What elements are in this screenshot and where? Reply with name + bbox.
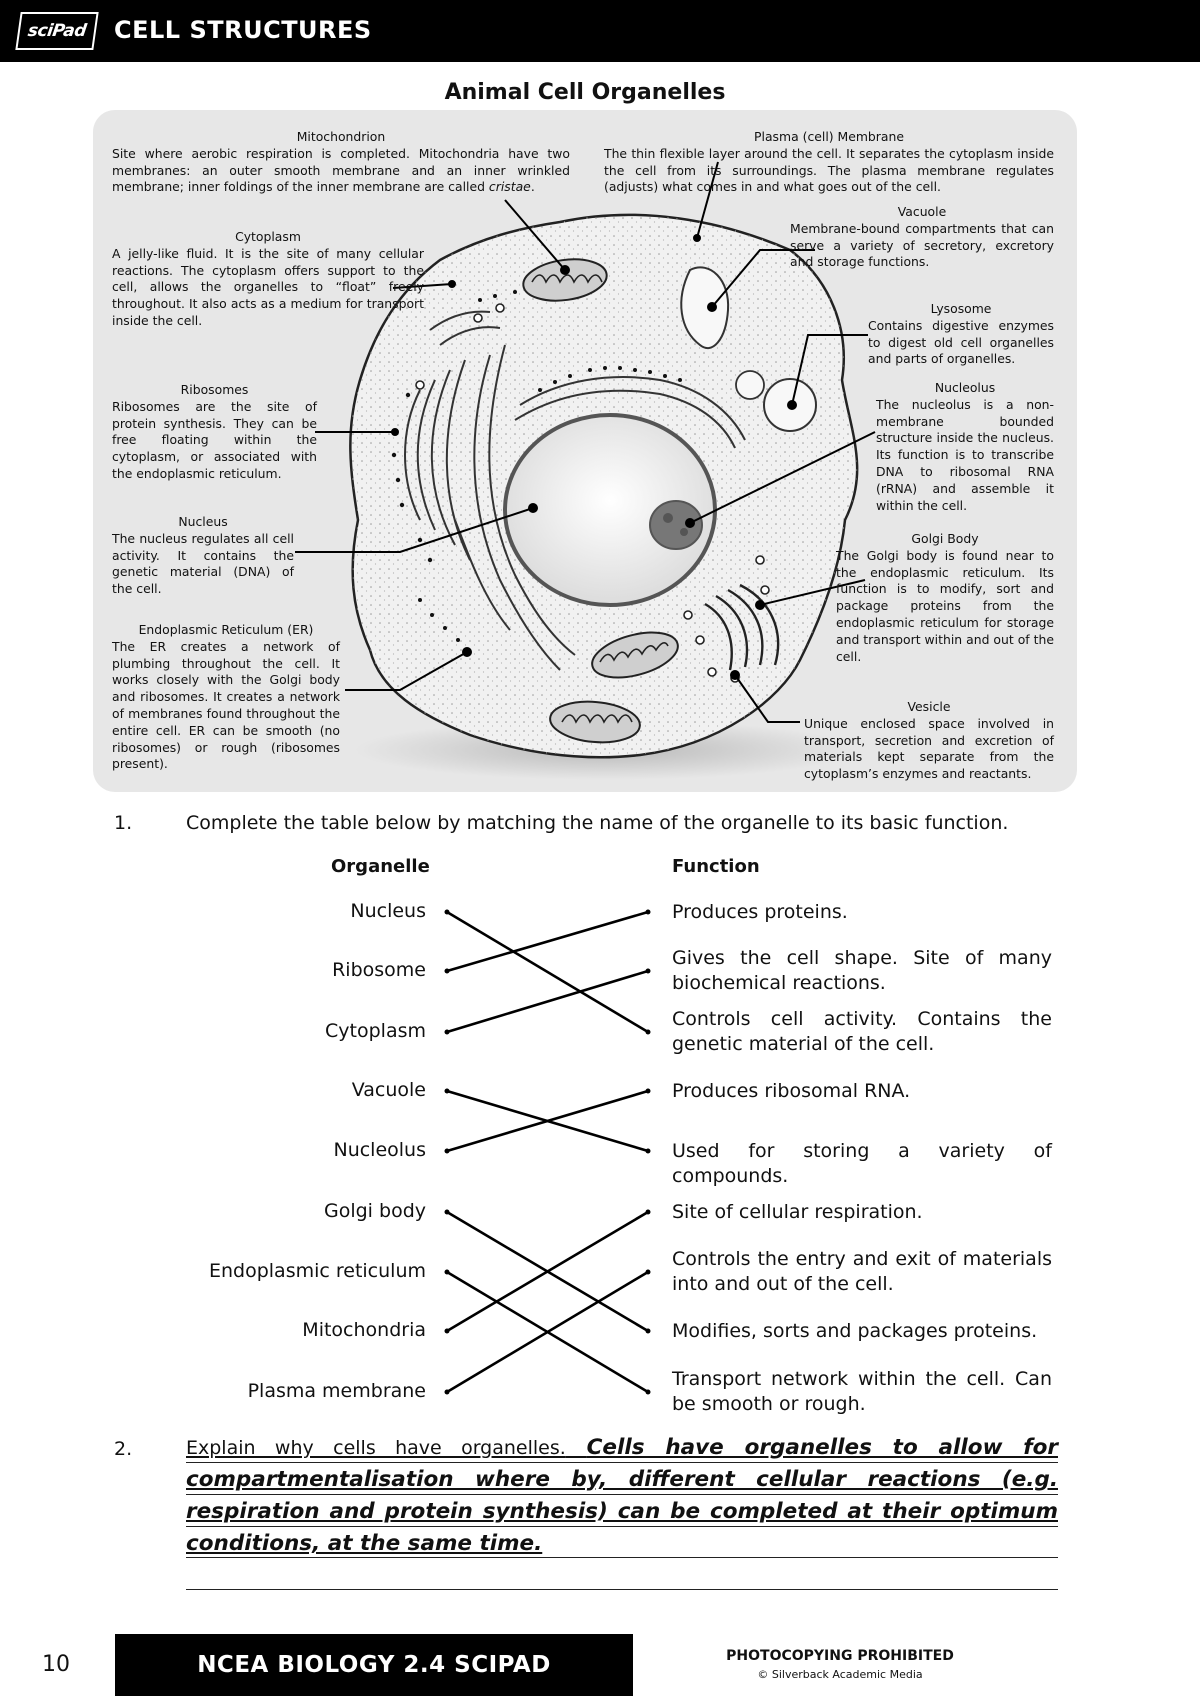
match-line	[447, 912, 648, 971]
organelle-item: Nucleolus	[166, 1139, 426, 1161]
organelle-item: Ribosome	[166, 959, 426, 981]
function-item: Controls cell activity. Contains the gen…	[672, 1007, 1052, 1057]
label-body: The Golgi body is found near to the endo…	[836, 548, 1054, 666]
answer-line	[186, 1589, 1058, 1590]
organelle-item: Plasma membrane	[166, 1380, 426, 1402]
copyright-block: PHOTOCOPYING PROHIBITED © Silverback Aca…	[700, 1648, 980, 1681]
label-body: Contains digestive enzymes to digest old…	[868, 318, 1054, 368]
label-heading: Lysosome	[868, 301, 1054, 318]
function-item: Modifies, sorts and packages proteins.	[672, 1319, 1052, 1344]
label-body: Site where aerobic respiration is comple…	[112, 146, 570, 196]
label-heading: Cytoplasm	[112, 229, 424, 246]
label-endoplasmic-reticulum: Endoplasmic Reticulum (ER) The ER create…	[112, 622, 340, 773]
match-dot	[445, 1089, 450, 1094]
label-plasma-membrane: Plasma (cell) Membrane The thin flexible…	[604, 129, 1054, 196]
match-dot	[646, 910, 651, 915]
label-vacuole: Vacuole Membrane-bound compartments that…	[790, 204, 1054, 271]
match-line	[447, 1272, 648, 1392]
label-body: Membrane-bound compartments that can ser…	[790, 221, 1054, 271]
match-dot	[445, 969, 450, 974]
match-line	[447, 1212, 648, 1331]
label-heading: Vacuole	[790, 204, 1054, 221]
match-dot	[646, 1270, 651, 1275]
column-header-organelle: Organelle	[331, 856, 430, 877]
label-body: The ER creates a network of plumbing thr…	[112, 639, 340, 773]
publisher: © Silverback Academic Media	[700, 1668, 980, 1681]
match-line	[447, 1091, 648, 1151]
label-heading: Mitochondrion	[112, 129, 570, 146]
label-cytoplasm: Cytoplasm A jelly-like fluid. It is the …	[112, 229, 424, 330]
function-item: Transport network within the cell. Can b…	[672, 1367, 1052, 1417]
function-item: Used for storing a variety of compounds.	[672, 1139, 1052, 1189]
match-dot	[445, 1329, 450, 1334]
match-dot	[646, 1030, 651, 1035]
header-bar: sciPad CELL STRUCTURES	[0, 0, 1200, 62]
match-dot	[445, 1030, 450, 1035]
match-dot	[445, 1149, 450, 1154]
organelle-item: Nucleus	[166, 900, 426, 922]
question-2-answer-area[interactable]: Explain why cells have organelles. Cells…	[186, 1432, 1058, 1560]
organelle-item: Mitochondria	[166, 1319, 426, 1341]
logo-text: sciPad	[27, 21, 88, 41]
organelle-item: Endoplasmic reticulum	[166, 1260, 426, 1282]
organelle-item: Cytoplasm	[166, 1020, 426, 1042]
page-number: 10	[42, 1652, 70, 1677]
match-dot	[646, 969, 651, 974]
match-dot	[646, 1149, 651, 1154]
label-heading: Plasma (cell) Membrane	[604, 129, 1054, 146]
question-1-number: 1.	[114, 812, 132, 834]
label-mitochondrion: Mitochondrion Site where aerobic respira…	[112, 129, 570, 196]
scipad-logo: sciPad	[15, 12, 98, 50]
match-line	[447, 1091, 648, 1151]
label-body: Unique enclosed space involved in transp…	[804, 716, 1054, 783]
label-golgi-body: Golgi Body The Golgi body is found near …	[836, 531, 1054, 665]
page-title: CELL STRUCTURES	[114, 16, 372, 44]
label-ribosomes: Ribosomes Ribosomes are the site of prot…	[112, 382, 317, 483]
match-line	[447, 971, 648, 1032]
label-heading: Nucleolus	[876, 380, 1054, 397]
function-item: Produces proteins.	[672, 900, 1052, 925]
match-dot	[445, 910, 450, 915]
label-vesicle: Vesicle Unique enclosed space involved i…	[804, 699, 1054, 783]
match-dot	[646, 1390, 651, 1395]
match-line	[447, 1272, 648, 1392]
match-dot	[445, 1270, 450, 1275]
label-heading: Ribosomes	[112, 382, 317, 399]
match-line	[447, 912, 648, 1032]
function-item: Produces ribosomal RNA.	[672, 1079, 1052, 1104]
match-dot	[646, 1089, 651, 1094]
column-header-function: Function	[672, 856, 760, 877]
label-lysosome: Lysosome Contains digestive enzymes to d…	[868, 301, 1054, 368]
function-item: Controls the entry and exit of materials…	[672, 1247, 1052, 1297]
label-heading: Endoplasmic Reticulum (ER)	[112, 622, 340, 639]
label-nucleus: Nucleus The nucleus regulates all cell a…	[112, 514, 294, 598]
organelle-item: Golgi body	[166, 1200, 426, 1222]
diagram-title: Animal Cell Organelles	[0, 80, 1170, 105]
label-heading: Vesicle	[804, 699, 1054, 716]
function-item: Site of cellular respiration.	[672, 1200, 1052, 1225]
function-item: Gives the cell shape. Site of many bioch…	[672, 946, 1052, 996]
question-1-text: Complete the table below by matching the…	[186, 812, 1008, 834]
label-nucleolus: Nucleolus The nucleolus is a non-membran…	[876, 380, 1054, 514]
label-body: The thin flexible layer around the cell.…	[604, 146, 1054, 196]
label-body: The nucleolus is a non-membrane bounded …	[876, 397, 1054, 515]
label-heading: Nucleus	[112, 514, 294, 531]
match-dot	[646, 1329, 651, 1334]
match-line	[447, 1212, 648, 1331]
match-dot	[445, 1210, 450, 1215]
label-body: The nucleus regulates all cell activity.…	[112, 531, 294, 598]
label-body: Ribosomes are the site of protein synthe…	[112, 399, 317, 483]
book-title: NCEA BIOLOGY 2.4 SCIPAD	[115, 1634, 633, 1696]
organelle-item: Vacuole	[166, 1079, 426, 1101]
match-dot	[646, 1210, 651, 1215]
label-heading: Golgi Body	[836, 531, 1054, 548]
question-2-prompt: Explain why cells have organelles.	[186, 1437, 566, 1459]
question-2-number: 2.	[114, 1438, 132, 1460]
match-dot	[445, 1390, 450, 1395]
photocopy-notice: PHOTOCOPYING PROHIBITED	[700, 1648, 980, 1664]
label-body: A jelly-like fluid. It is the site of ma…	[112, 246, 424, 330]
